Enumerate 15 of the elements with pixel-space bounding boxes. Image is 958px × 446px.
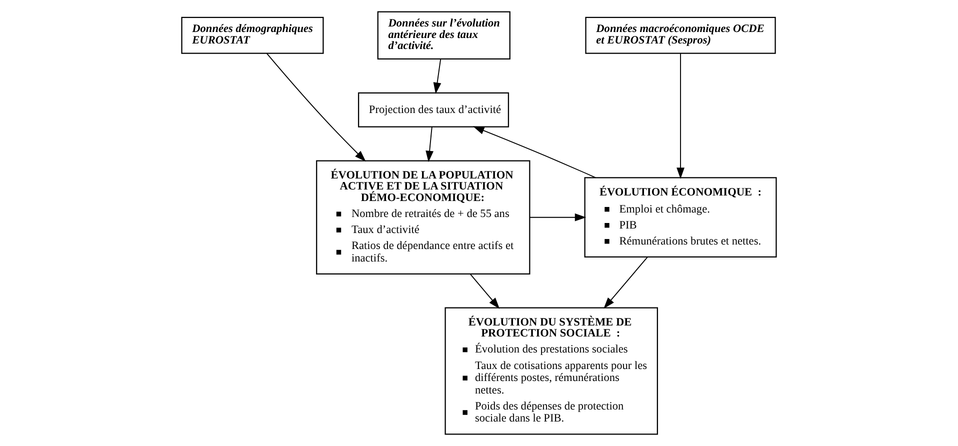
node-box: Données démographiques EUROSTAT xyxy=(181,16,324,54)
arrow xyxy=(604,256,648,309)
node-box: ÉVOLUTION DE LA POPULATION ACTIVE ET DE LA SITUATION DÉMO-ECONOMIQUE: Nombre de retraités de + de 55 ans Taux d’activité Ratios de dépendance entre actifs et inactifs. xyxy=(316,160,530,274)
node-box: ÉVOLUTION ÉCONOMIQUE : Emploi et chômage. PIB Rémunérations brutes et nettes. xyxy=(584,177,777,258)
arrow xyxy=(266,52,366,162)
arrow xyxy=(529,213,586,222)
arrow xyxy=(472,126,596,178)
arrow xyxy=(433,58,442,94)
arrow xyxy=(470,273,500,309)
node-box: Données macroéconomiques OCDE et EUROSTAT (Sespros) xyxy=(585,16,776,54)
node-box: Projection des taux d’activité xyxy=(358,92,510,128)
arrow xyxy=(426,126,434,162)
node-box: ÉVOLUTION DU SYSTÈME DE PROTECTION SOCIALE : Évolution des prestations sociales Taux de cotisations apparents pour les différents postes, rémunérations nettes. Poids des dépenses de protection sociale dans le PIB. xyxy=(444,307,658,435)
node-box: Données sur l’évolution antérieure des taux d’activité. xyxy=(377,11,510,60)
arrow xyxy=(676,53,684,179)
